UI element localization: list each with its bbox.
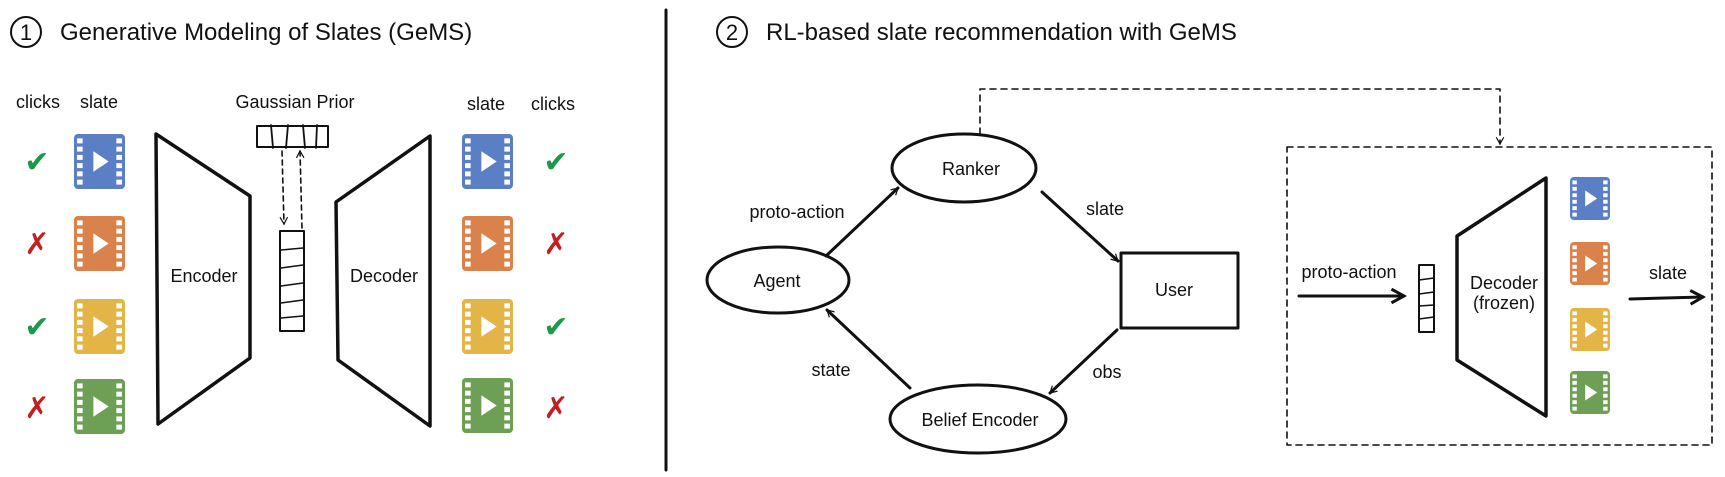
click-check-icon: ✔ bbox=[24, 310, 49, 345]
clicks-label-left: clicks bbox=[16, 92, 60, 112]
slate-item-video-icon bbox=[1570, 177, 1610, 220]
slate-inset bbox=[1570, 177, 1610, 414]
ranker-to-inset-dashed-arrow bbox=[979, 88, 1505, 146]
ranker-label: Ranker bbox=[942, 159, 1000, 179]
slate-item-video-icon bbox=[462, 134, 513, 189]
edge-proto-action-label: proto-action bbox=[749, 202, 844, 222]
click-cross-icon: ✗ bbox=[24, 391, 49, 426]
click-check-icon: ✔ bbox=[24, 145, 49, 180]
slate-label-right: slate bbox=[467, 94, 505, 114]
slate-item-video-icon bbox=[1570, 308, 1610, 351]
edge-obs-label: obs bbox=[1092, 362, 1121, 382]
edge-belief-agent bbox=[825, 308, 912, 390]
slate-right bbox=[462, 134, 513, 433]
edge-slate-label: slate bbox=[1086, 199, 1124, 219]
decoder-shape bbox=[334, 134, 432, 428]
click-cross-icon: ✗ bbox=[543, 227, 568, 262]
slate-item-video-icon bbox=[462, 299, 513, 354]
panel-2-number: 2 bbox=[726, 20, 738, 45]
gaussian-prior-vector bbox=[256, 124, 329, 149]
panel-2: 2 RL-based slate recommendation with GeM… bbox=[705, 16, 1713, 455]
slate-left bbox=[74, 134, 125, 434]
clicks-left: ✔ ✗ ✔ ✗ bbox=[24, 145, 49, 426]
decoder-label: Decoder bbox=[350, 266, 418, 286]
slate-item-video-icon bbox=[74, 134, 125, 189]
inset-slate-label: slate bbox=[1649, 263, 1687, 283]
inset-slate-arrow bbox=[1628, 297, 1703, 299]
gaussian-prior-label: Gaussian Prior bbox=[235, 92, 354, 112]
inset-decoder-shape bbox=[1455, 176, 1548, 418]
panel-1-number-circle bbox=[10, 16, 42, 48]
edge-state-label: state bbox=[811, 360, 850, 380]
inset-proto-action-label: proto-action bbox=[1301, 262, 1396, 282]
click-cross-icon: ✗ bbox=[543, 391, 568, 426]
clicks-right: ✔ ✗ ✔ ✗ bbox=[543, 145, 568, 426]
edge-agent-ranker bbox=[824, 186, 900, 258]
prior-down-arrow bbox=[279, 150, 289, 226]
slate-item-video-icon bbox=[462, 216, 513, 271]
slate-item-video-icon bbox=[462, 378, 513, 433]
inset-decoder-label-line1: Decoder bbox=[1470, 273, 1538, 293]
encoder-shape bbox=[154, 132, 252, 426]
slate-item-video-icon bbox=[74, 216, 125, 271]
panel-1-number: 1 bbox=[20, 20, 32, 45]
click-check-icon: ✔ bbox=[543, 145, 568, 180]
belief-encoder-label: Belief Encoder bbox=[921, 410, 1038, 430]
panel-2-number-circle bbox=[716, 16, 748, 48]
inset-latent-vector bbox=[1418, 264, 1435, 333]
slate-label-left: slate bbox=[80, 92, 118, 112]
slate-item-video-icon bbox=[1570, 371, 1610, 414]
click-cross-icon: ✗ bbox=[24, 227, 49, 262]
panel-2-title: RL-based slate recommendation with GeMS bbox=[766, 19, 1237, 46]
encoder-label: Encoder bbox=[170, 266, 237, 286]
ranker-node bbox=[890, 132, 1038, 204]
panel-1: 1 Generative Modeling of Slates (GeMS) c… bbox=[10, 16, 575, 434]
edge-ranker-user bbox=[1040, 190, 1120, 263]
slate-item-video-icon bbox=[74, 379, 125, 434]
belief-encoder-node bbox=[888, 383, 1068, 455]
panel-1-title: Generative Modeling of Slates (GeMS) bbox=[60, 19, 472, 46]
latent-vector bbox=[279, 230, 305, 332]
click-check-icon: ✔ bbox=[543, 310, 568, 345]
slate-item-video-icon bbox=[1570, 242, 1610, 285]
agent-label: Agent bbox=[753, 271, 800, 291]
inset-decoder-label-line2: (frozen) bbox=[1473, 293, 1535, 313]
agent-node bbox=[705, 245, 851, 315]
slate-item-video-icon bbox=[74, 299, 125, 354]
inset-box bbox=[1286, 146, 1713, 446]
user-label: User bbox=[1155, 280, 1193, 300]
edge-user-belief bbox=[1048, 328, 1119, 395]
clicks-label-right: clicks bbox=[531, 94, 575, 114]
prior-up-arrow bbox=[295, 149, 305, 229]
user-node bbox=[1119, 251, 1240, 330]
